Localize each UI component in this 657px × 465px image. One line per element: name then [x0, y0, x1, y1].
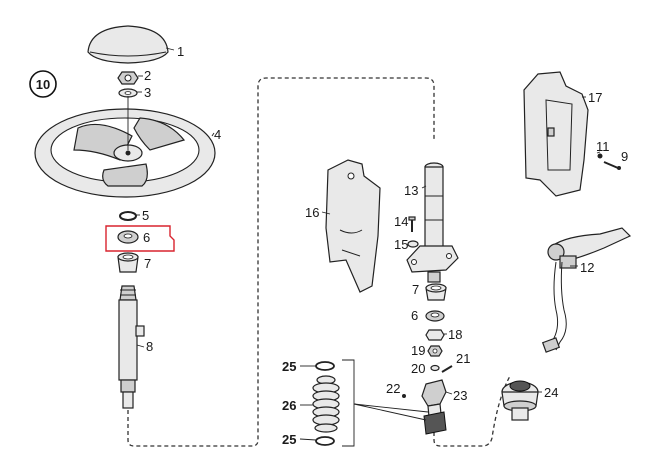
dashed-boot-path [433, 375, 511, 447]
callout-16: 16 [305, 205, 319, 220]
group-label-badge: 10 [29, 70, 57, 98]
callout-7-right: 7 [412, 282, 419, 297]
nut-part-18 [425, 329, 447, 341]
pin-part-22 [402, 394, 406, 398]
callout-13: 13 [404, 183, 418, 198]
washer-part-20 [430, 364, 440, 372]
callout-24: 24 [544, 385, 558, 400]
callout-8: 8 [146, 339, 153, 354]
callout-22: 22 [386, 381, 400, 396]
snap-ring-part [119, 211, 140, 221]
callout-26: 26 [282, 398, 296, 413]
callout-20: 20 [411, 361, 425, 376]
callout-21: 21 [456, 351, 470, 366]
callout-11: 11 [596, 139, 610, 154]
bearing-part-6-right [425, 310, 445, 322]
pin-part-21 [441, 365, 453, 373]
rubber-boot-part-26 [300, 375, 340, 433]
callout-25-bottom: 25 [282, 432, 296, 447]
horn-cap-part [87, 25, 175, 64]
dashed-assembly-path [127, 77, 435, 447]
column-cover-part-16 [321, 159, 381, 293]
screw-part-11 [596, 151, 603, 159]
boot-clamp-bottom-part-25 [299, 436, 335, 446]
boot-clamp-top-part-25 [300, 361, 335, 371]
bushing-part-7 [117, 252, 139, 273]
callout-15: 15 [394, 237, 408, 252]
callout-3: 3 [144, 85, 151, 100]
callout-23: 23 [453, 388, 467, 403]
bracket-group-25-26 [342, 359, 355, 447]
steering-wheel-part [34, 96, 216, 198]
callout-19: 19 [411, 343, 425, 358]
group-label-text: 10 [36, 77, 50, 92]
bearing-part-6 [117, 230, 139, 244]
callout-14: 14 [394, 214, 408, 229]
callout-6[interactable]: 6 [143, 230, 150, 245]
bushing-part-7-right [425, 283, 447, 301]
bracket-leader-lines [353, 403, 429, 421]
washer-part-3 [118, 88, 142, 98]
callout-2: 2 [144, 68, 151, 83]
callout-25-top: 25 [282, 359, 296, 374]
washer-part-15 [407, 240, 419, 248]
callout-18: 18 [448, 327, 462, 342]
combination-switch-part-12 [541, 227, 632, 353]
callout-4: 4 [214, 127, 221, 142]
steering-shaft-part [118, 285, 145, 409]
steering-column-part-13 [406, 162, 459, 283]
callout-17: 17 [588, 90, 602, 105]
grommet-part-24 [501, 380, 542, 421]
callout-12: 12 [580, 260, 594, 275]
dash-cover-part-17 [523, 71, 589, 197]
callout-7: 7 [144, 256, 151, 271]
screw-part-9 [603, 161, 621, 170]
highlight-box[interactable] [105, 225, 175, 252]
bolt-part-14 [408, 216, 416, 232]
nut-part-19 [427, 345, 443, 357]
callout-1: 1 [177, 44, 184, 59]
universal-joint-part-23 [421, 379, 453, 435]
callout-9: 9 [621, 149, 628, 164]
steering-nut-part [117, 71, 143, 85]
callout-6-right: 6 [411, 308, 418, 323]
callout-5: 5 [142, 208, 149, 223]
